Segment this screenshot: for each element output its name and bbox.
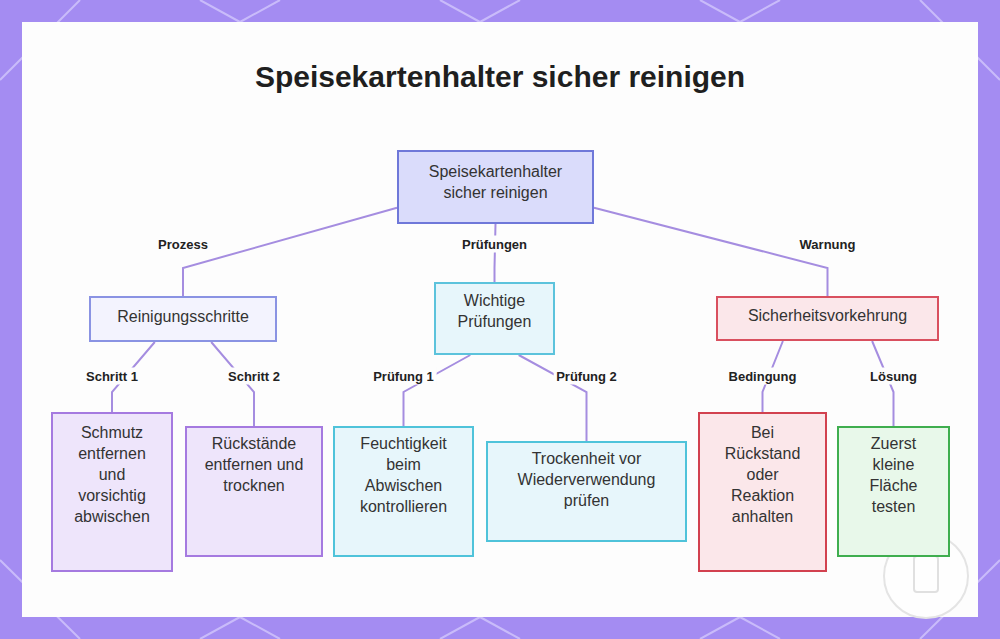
text-wrap: Wichtige Prüfungen	[445, 290, 545, 332]
warning-box: Bei Rückstand oder Reaktion anhalten	[698, 412, 827, 572]
check-box: Feuchtigkeit beim Abwischen kontrolliere…	[333, 426, 474, 557]
pattern-line	[200, 0, 780, 22]
edge-label: Prozess	[155, 236, 211, 253]
step-box: Schmutz entfernen und vorsichtig abwisch…	[51, 412, 173, 572]
edge-label: Prüfung 2	[553, 368, 620, 385]
text-wrap: Speisekartenhalter sicher reinigen	[416, 161, 576, 203]
edge-label: Bedingung	[726, 368, 800, 385]
check-box: Trockenheit vor Wiederverwendung prüfen	[486, 441, 687, 542]
edge-label: Schritt 1	[83, 368, 141, 385]
text-wrap: Schmutz entfernen und vorsichtig abwisch…	[66, 422, 158, 527]
edge-label: Warnung	[797, 236, 859, 253]
connector	[594, 208, 828, 296]
node-text: Rückstände entfernen und trocknen	[204, 433, 304, 496]
edge-label: Lösung	[867, 368, 920, 385]
text-wrap: Zuerst kleine Fläche testen	[856, 433, 931, 517]
node-text: Sicherheitsvorkehrung	[748, 305, 907, 326]
diagram-title: Speisekartenhalter sicher reinigen	[0, 60, 1000, 94]
node-text: Feuchtigkeit beim Abwischen kontrolliere…	[349, 433, 459, 517]
text-wrap: Reinigungsschritte	[117, 306, 249, 327]
category-box: Reinigungsschritte	[89, 296, 277, 342]
node-text: Schmutz entfernen und vorsichtig abwisch…	[66, 422, 158, 527]
category-box: Sicherheitsvorkehrung	[716, 296, 939, 341]
text-wrap: Trockenheit vor Wiederverwendung prüfen	[502, 448, 672, 511]
text-wrap: Rückstände entfernen und trocknen	[204, 433, 304, 496]
connector	[183, 208, 397, 296]
panel	[22, 22, 978, 617]
solution-box: Zuerst kleine Fläche testen	[837, 426, 950, 557]
step-box: Rückstände entfernen und trocknen	[185, 426, 323, 557]
node-text: Bei Rückstand oder Reaktion anhalten	[715, 422, 810, 527]
node-text: Reinigungsschritte	[117, 306, 249, 327]
text-wrap: Sicherheitsvorkehrung	[748, 305, 907, 326]
edge-label: Prüfung 1	[370, 368, 437, 385]
node-text: Wichtige Prüfungen	[445, 290, 545, 332]
pattern-line	[200, 617, 780, 639]
text-wrap: Bei Rückstand oder Reaktion anhalten	[715, 422, 810, 527]
connector	[404, 355, 471, 426]
icon-symbol	[914, 556, 938, 592]
node-text: Zuerst kleine Fläche testen	[856, 433, 931, 517]
edge-label: Prüfungen	[459, 236, 530, 253]
connector	[495, 224, 496, 282]
node-text: Trockenheit vor Wiederverwendung prüfen	[502, 448, 672, 511]
node-text: Speisekartenhalter sicher reinigen	[416, 161, 576, 203]
root-box: Speisekartenhalter sicher reinigen	[397, 150, 594, 224]
text-wrap: Feuchtigkeit beim Abwischen kontrolliere…	[349, 433, 459, 517]
category-box: Wichtige Prüfungen	[434, 282, 555, 355]
edge-label: Schritt 2	[225, 368, 283, 385]
